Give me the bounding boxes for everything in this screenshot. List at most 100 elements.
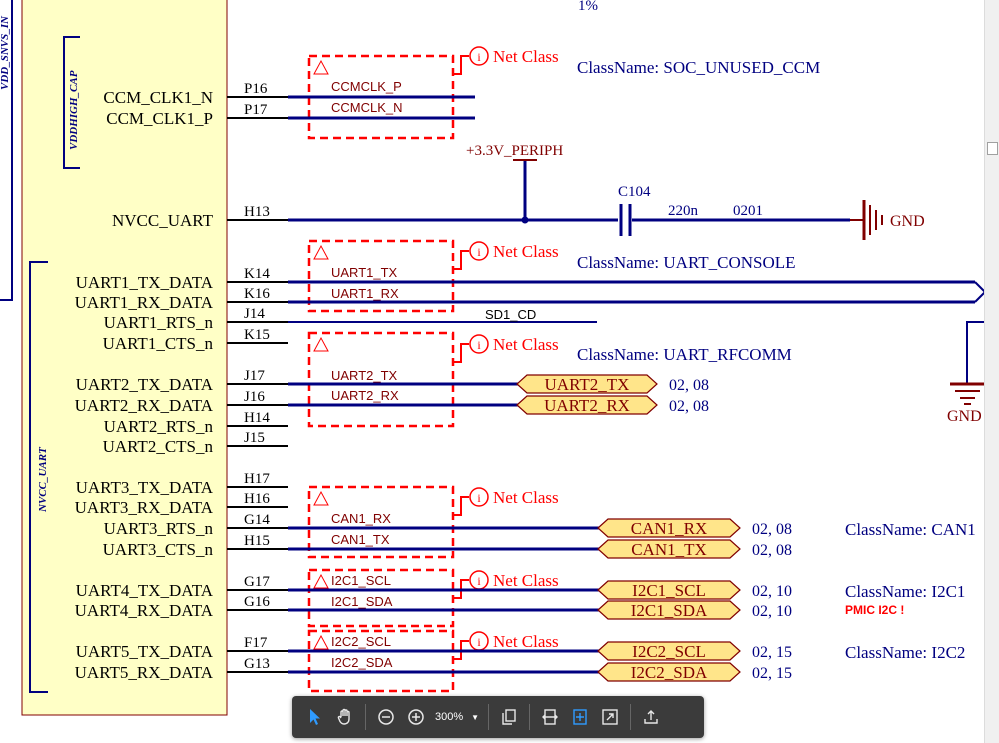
vddhigh-bracket xyxy=(63,36,80,169)
warning-triangle-icon xyxy=(313,634,329,650)
net-name-label: CCMCLK_N xyxy=(331,100,403,115)
pin-ball-number: J15 xyxy=(244,430,265,446)
pin-signal-name: UART5_TX_DATA xyxy=(76,642,214,661)
select-arrow-icon[interactable] xyxy=(300,702,330,732)
gnd-label-right: GND xyxy=(890,213,925,230)
wires xyxy=(288,95,975,674)
fit-page-icon[interactable] xyxy=(565,702,595,732)
offpage-port-shape xyxy=(597,580,741,600)
offpage-port-label: CAN1_TX xyxy=(631,540,707,559)
zoom-level-dropdown[interactable]: 300% ▼ xyxy=(431,705,483,729)
pin-signal-name: UART1_CTS_n xyxy=(103,334,214,353)
pin-ball-number: J14 xyxy=(244,306,265,322)
toolbar-separator xyxy=(630,704,631,730)
net-class-title: Net Class xyxy=(493,488,559,507)
pin-ball-number: H17 xyxy=(244,471,270,487)
warning-triangle-icon xyxy=(313,336,329,352)
ic-block xyxy=(21,0,228,716)
pin-signal-name: UART2_RTS_n xyxy=(104,417,214,436)
pin-signal-name: NVCC_UART xyxy=(112,211,214,230)
net-name-label: UART2_TX xyxy=(331,368,398,383)
net-class-box xyxy=(307,485,455,559)
pin-ball-number: G16 xyxy=(244,594,270,610)
nvcc-uart-label: NVCC_UART xyxy=(37,446,49,513)
info-circle-icon xyxy=(469,241,489,261)
pin-ball-number: G17 xyxy=(244,574,270,590)
net-class-title: Net Class xyxy=(493,632,559,651)
info-circle-icon xyxy=(469,46,489,66)
pin-ball-number: K14 xyxy=(244,266,270,282)
ground-symbol-right xyxy=(850,200,883,240)
pin-ball-number: P16 xyxy=(244,81,268,97)
pin-ball-number: G13 xyxy=(244,656,270,672)
pin-signal-name: UART1_RX_DATA xyxy=(75,293,214,312)
pin-signal-name: UART3_CTS_n xyxy=(103,540,214,559)
classname-uart-console: ClassName: UART_CONSOLE xyxy=(577,253,796,272)
fit-width-icon[interactable] xyxy=(535,702,565,732)
cap-value-label: 220n xyxy=(668,203,699,219)
net-name-label: UART2_RX xyxy=(331,388,399,403)
warning-triangle-icon xyxy=(313,573,329,589)
pin-ball-number: F17 xyxy=(244,635,268,651)
vertical-scrollbar[interactable] xyxy=(984,0,999,743)
zoom-level-value: 300% xyxy=(435,711,464,723)
classname-uart-rfcomm: ClassName: UART_RFCOMM xyxy=(577,345,792,364)
warning-triangle-icon xyxy=(313,244,329,260)
pin-ball-number: J16 xyxy=(244,389,265,405)
zoom-out-icon[interactable] xyxy=(371,702,401,732)
pin-signal-name: UART2_RX_DATA xyxy=(75,396,214,415)
net-class-box xyxy=(307,239,455,313)
classname-i2c2: ClassName: I2C2 xyxy=(845,643,965,662)
pin-signal-name: UART2_TX_DATA xyxy=(76,375,214,394)
uart1-crossover xyxy=(974,281,986,303)
pin-signal-name: UART2_CTS_n xyxy=(103,437,214,456)
net-name-label: I2C1_SDA xyxy=(331,594,393,609)
cap-ref-label: C104 xyxy=(618,184,651,200)
pin-signal-name: UART1_TX_DATA xyxy=(76,273,214,292)
offpage-port-label: I2C2_SCL xyxy=(632,642,706,661)
info-i-glyph: i xyxy=(477,50,481,64)
net-name-label: I2C1_SCL xyxy=(331,573,391,588)
scrollbar-thumb[interactable] xyxy=(987,142,998,155)
pin-signal-name: CCM_CLK1_P xyxy=(106,109,213,128)
full-screen-icon[interactable] xyxy=(595,702,625,732)
page-thumbnails-icon[interactable] xyxy=(494,702,524,732)
zoom-in-icon[interactable] xyxy=(401,702,431,732)
pin-signal-name: UART1_RTS_n xyxy=(104,313,214,332)
sd1-cd-label: SD1_CD xyxy=(485,307,536,322)
ground-symbol-bottom xyxy=(950,321,985,405)
net-name-label: UART1_RX xyxy=(331,286,399,301)
offpage-port-ref: 02, 10 xyxy=(752,583,792,600)
offpage-port-ref: 02, 08 xyxy=(752,542,792,559)
warning-triangle-icon xyxy=(313,490,329,506)
net-class-connector xyxy=(453,55,469,75)
export-upload-icon[interactable] xyxy=(636,702,666,732)
gnd-label-bottom: GND xyxy=(947,408,982,425)
net-class-title: Net Class xyxy=(493,47,559,66)
toolbar-separator xyxy=(488,704,489,730)
offpage-port-ref: 02, 08 xyxy=(669,398,709,415)
offpage-port-shape xyxy=(597,518,741,538)
net-class-box xyxy=(307,629,455,693)
net-class-connector xyxy=(453,343,469,363)
pin-ball-number: P17 xyxy=(244,102,268,118)
capacitor-c104 xyxy=(619,204,632,236)
offpage-port-shape xyxy=(597,641,741,661)
offpage-port-label: UART2_TX xyxy=(545,375,630,394)
net-class-connector xyxy=(453,496,469,516)
offpage-port-ref: 02, 15 xyxy=(752,644,792,661)
vddhigh-cap-label: VDDHIGH_CAP xyxy=(68,70,80,150)
hand-pan-icon[interactable] xyxy=(330,702,360,732)
net-name-label: I2C2_SDA xyxy=(331,655,393,670)
net-class-connector xyxy=(453,250,469,270)
pin-ball-number: J17 xyxy=(244,368,265,384)
info-i-glyph: i xyxy=(477,635,481,649)
offpage-port-label: I2C1_SCL xyxy=(632,581,706,600)
offpage-port-ref: 02, 10 xyxy=(752,603,792,620)
pin-signal-name: UART5_RX_DATA xyxy=(75,663,214,682)
pin-ball-number: H15 xyxy=(244,533,270,549)
pin-ball-number: H14 xyxy=(244,410,270,426)
warning-triangle-icon xyxy=(313,59,329,75)
